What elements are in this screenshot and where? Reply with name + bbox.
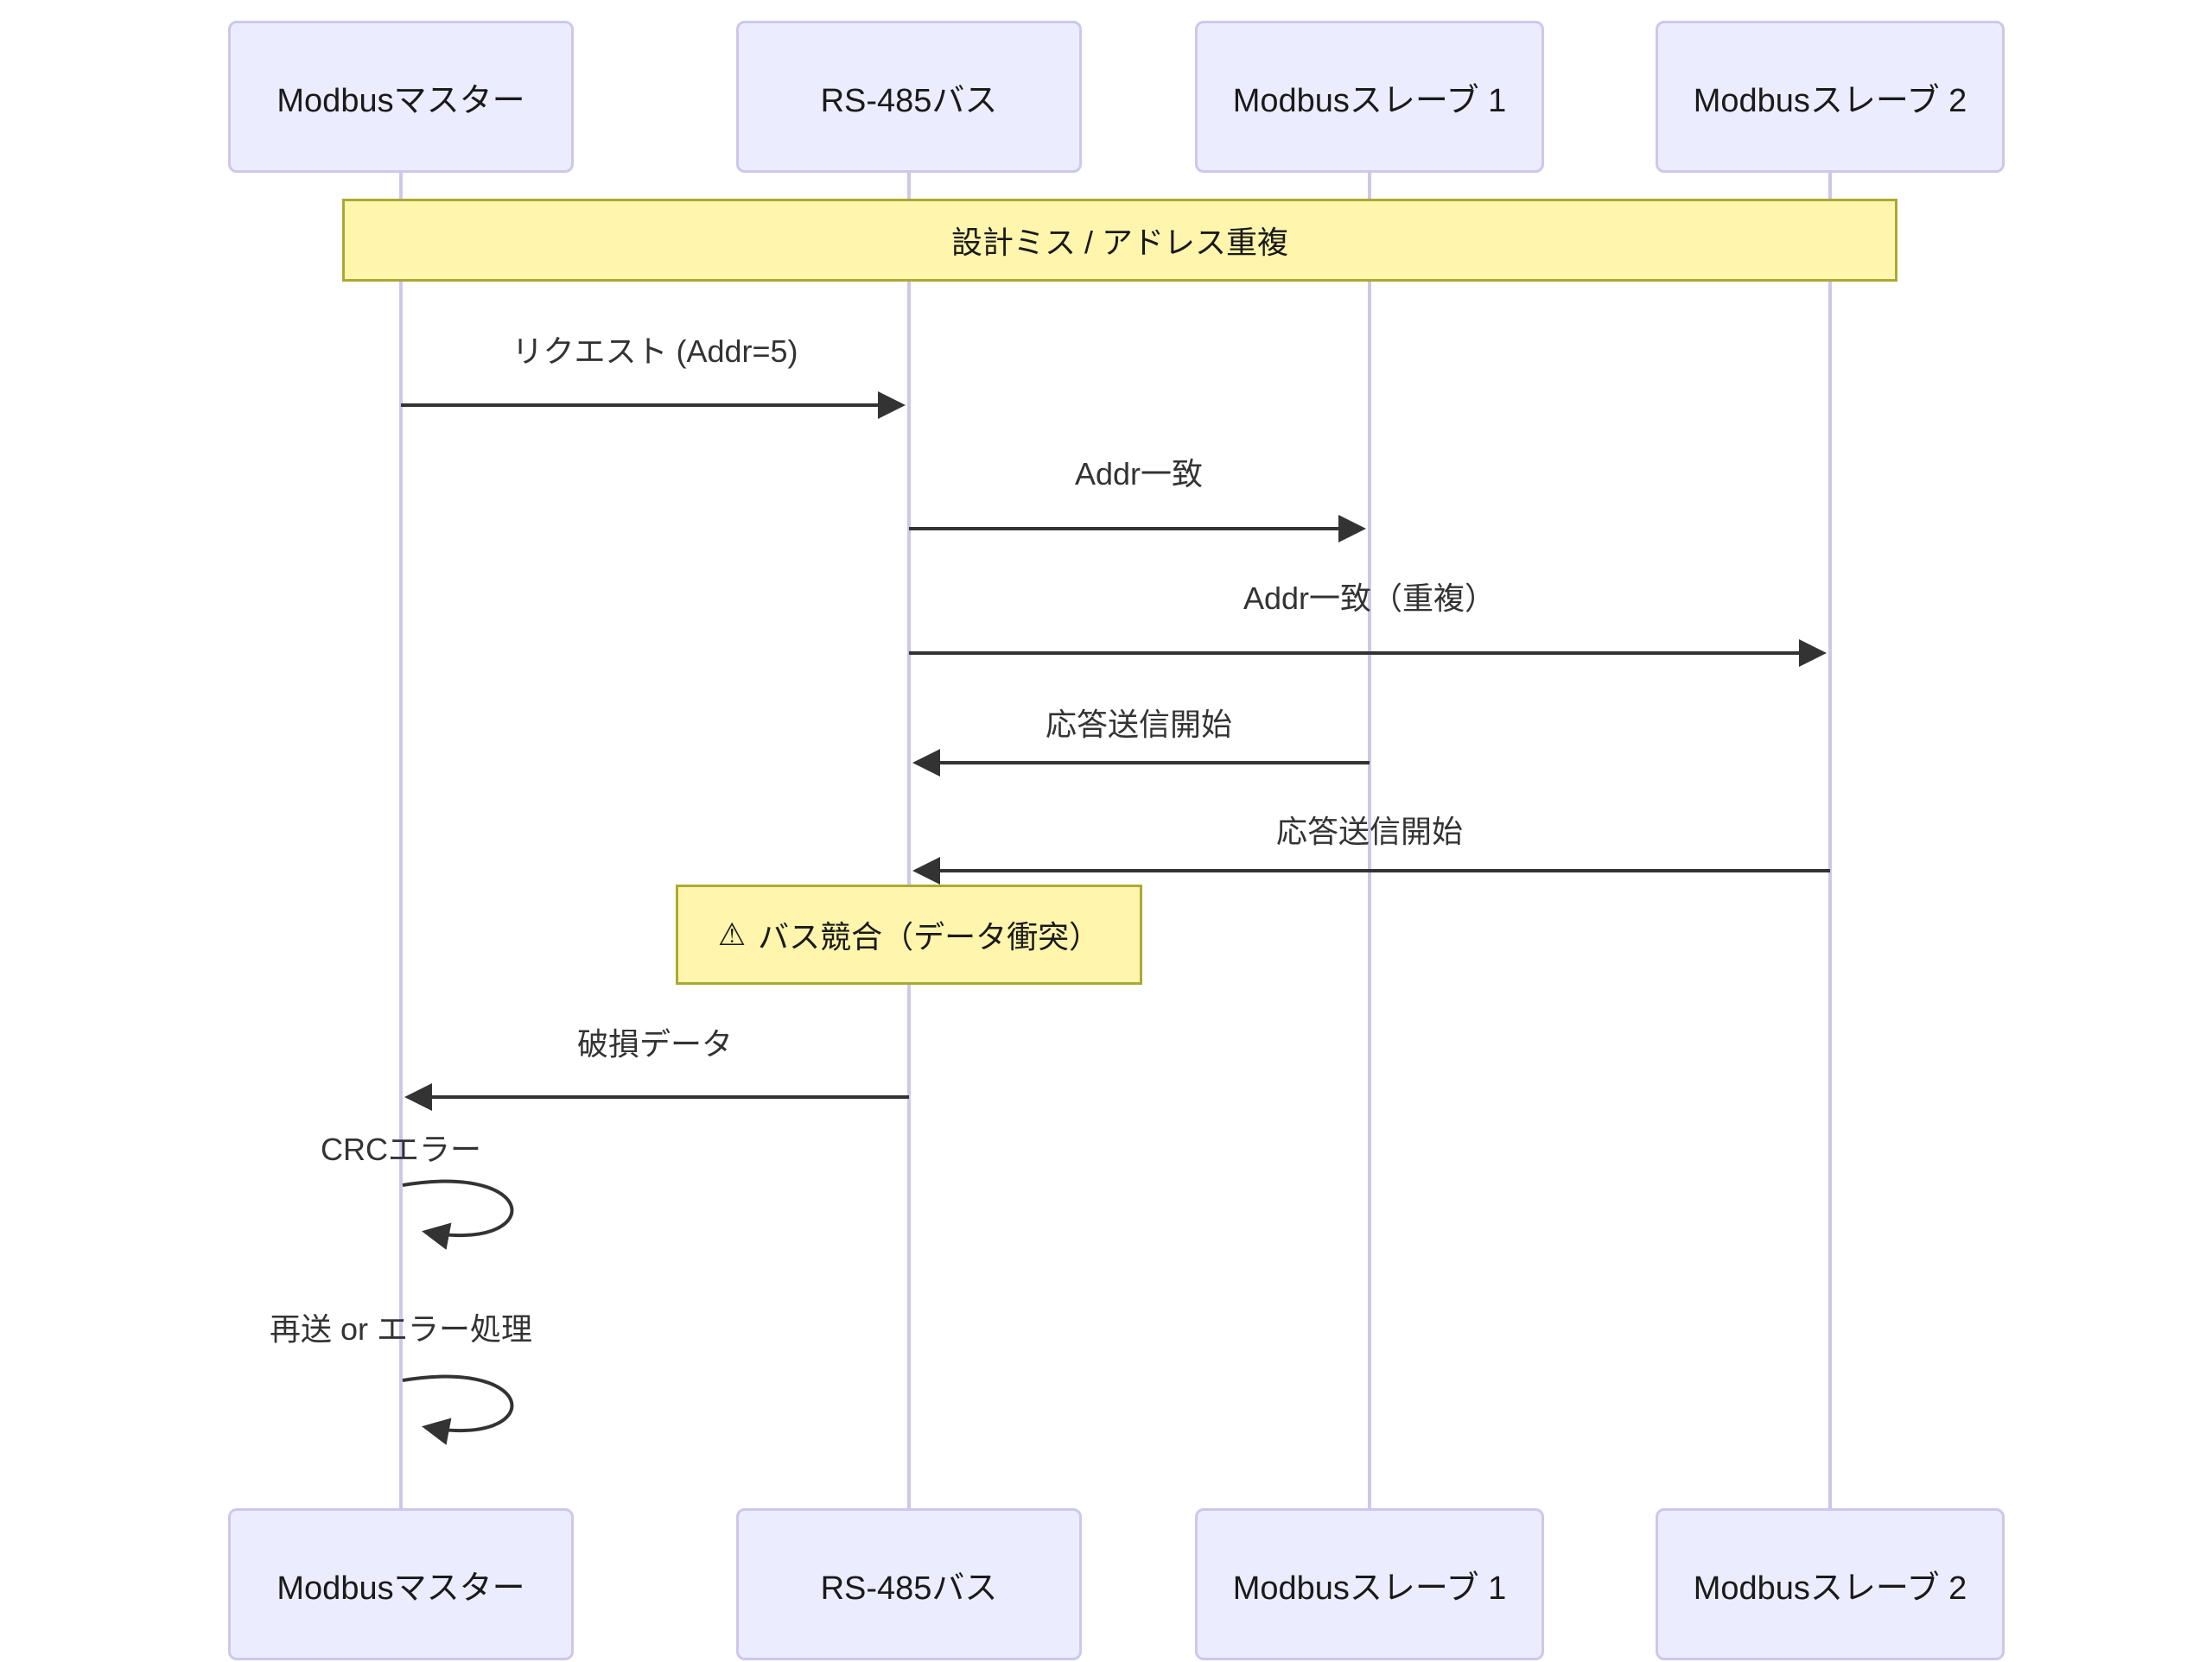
note-design-error-text: 設計ミス / アドレス重複 — [950, 225, 1288, 260]
message-label-request: リクエスト (Addr=5) — [512, 333, 798, 369]
actor-top-modbus-slave1: Modbusスレーブ 1 — [1195, 21, 1544, 173]
actor-top-rs485-bus: RS-485バス — [736, 21, 1082, 173]
actor-bottom-modbus-master: Modbusマスター — [228, 1508, 574, 1660]
self-loop-crc-error — [402, 1179, 514, 1250]
message-label-addr-match: Addr一致 — [1074, 456, 1204, 492]
message-label-response-start-slave2: 応答送信開始 — [1275, 814, 1464, 849]
note-bus-contention: ⚠ バス競合（データ衝突） — [676, 885, 1142, 985]
self-loop-retry — [402, 1374, 514, 1445]
message-label-addr-match-duplicate: Addr一致（重複） — [1243, 580, 1497, 616]
actor-top-modbus-slave2: Modbusスレーブ 2 — [1656, 21, 2005, 173]
actor-top-modbus-master: Modbusマスター — [228, 21, 574, 173]
note-design-error: 設計ミス / アドレス重複 — [342, 199, 1897, 282]
message-label-corrupted-data: 破損データ — [576, 1026, 734, 1062]
message-label-crc-error: CRCエラー — [321, 1132, 481, 1167]
actor-bottom-modbus-slave1: Modbusスレーブ 1 — [1195, 1508, 1544, 1660]
note-bus-contention-text: バス競合（データ衝突） — [758, 919, 1101, 955]
message-label-retry: 再送 or エラー処理 — [269, 1311, 533, 1347]
actor-bottom-modbus-slave2: Modbusスレーブ 2 — [1656, 1508, 2005, 1660]
actor-bottom-rs485-bus: RS-485バス — [736, 1508, 1082, 1660]
message-label-response-start-slave1: 応答送信開始 — [1045, 707, 1233, 742]
warning-icon: ⚠ — [717, 917, 747, 952]
